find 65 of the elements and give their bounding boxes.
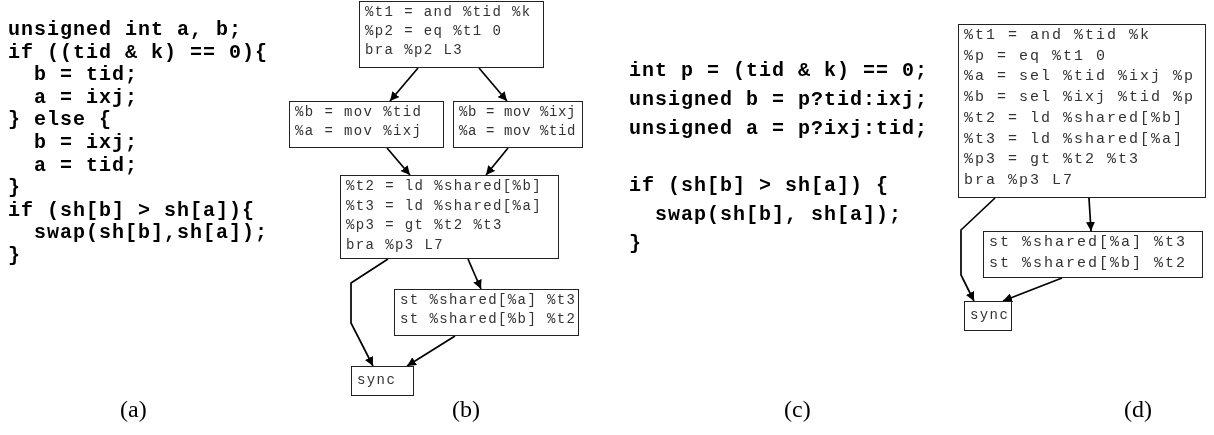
instruction-text: bra %p3 L7 [964,170,1075,191]
instruction-text: %t1 = and %tid %k [365,3,533,22]
arrow [1002,277,1063,302]
instruction-text: %a = mov %tid [459,122,577,141]
instruction-text: %b = mov %ixj [459,103,577,122]
code-block-box [958,24,1206,198]
instruction-text: %t3 = ld %shared[%a] [964,129,1186,150]
instruction-text: %b = sel %ixj %tid %p [964,88,1197,109]
code-block-box [453,101,583,148]
code-line: b = ixj; [33,132,139,154]
code-line: a = ixj; [33,86,139,109]
instruction-text: %a = mov %ixj [295,122,424,141]
arrow [960,197,996,302]
panel-caption: (b) [452,396,480,423]
arrow [386,147,411,176]
instruction-text: %t2 = ld %shared[%b] [346,177,544,196]
arrow [478,67,508,102]
arrow [485,147,509,176]
instruction-text: st %shared[%b] %t2 [400,310,573,329]
code-block-box [289,101,444,148]
code-line: swap(sh[b], sh[a]); [654,204,903,226]
code-line: a = tid; [33,154,139,177]
instruction-text: st %shared[%a] %t3 [989,233,1189,253]
instruction-text: %t3 = ld %shared[%a] [346,196,544,216]
arrow [406,335,456,367]
instruction-text: %p3 = gt %t2 %t3 [964,150,1142,171]
code-line: if (sh[b] > sh[a]){ [8,199,256,222]
panel-caption: (c) [784,396,811,423]
instruction-text: %p = eq %t1 0 [964,46,1109,67]
instruction-text: %p2 = eq %t1 0 [365,22,504,41]
code-line: if (sh[b] > sh[a]) { [629,175,890,197]
arrow [389,67,419,102]
code-line: b = tid; [33,64,139,87]
code-line: unsigned b = p?tid:ixj; [629,89,929,111]
instruction-text: st %shared[%a] %t3 [400,291,573,310]
instruction-text: sync [970,306,1006,325]
code-line: } else { [8,109,112,132]
code-line: } [629,233,642,255]
arrow [1085,197,1095,232]
code-line: int p = (tid & k) == 0; [629,60,929,82]
code-block-box [351,366,414,396]
code-line: } [8,177,21,200]
instruction-text: %b = mov %tid [295,103,424,122]
instruction-text: %a = sel %tid %ixj %p [964,67,1197,88]
panel-caption: (a) [120,396,147,423]
instruction-text: %t2 = ld %shared[%b] [964,108,1186,129]
code-line: swap(sh[b],sh[a]); [33,222,269,245]
code-line: if ((tid & k) == 0){ [8,41,269,64]
instruction-text: bra %p2 L3 [365,41,464,60]
code-block-box [359,1,544,68]
instruction-text: %p3 = gt %t2 %t3 [346,216,504,235]
instruction-text: st %shared[%b] %t2 [989,253,1189,274]
code-line: unsigned a = p?ixj:tid; [629,118,929,140]
code-line: } [8,245,21,267]
instruction-text: bra %p3 L7 [346,235,445,255]
code-block-box [983,231,1203,278]
arrow [350,258,389,367]
arrow [467,258,482,290]
code-line: unsigned int a, b; [8,19,243,41]
instruction-text: sync [357,371,398,390]
code-block-box [394,289,579,336]
code-block-box [964,301,1012,331]
panel-caption: (d) [1124,396,1152,423]
instruction-text: %t1 = and %tid %k [964,26,1153,46]
code-block-box [340,175,559,259]
